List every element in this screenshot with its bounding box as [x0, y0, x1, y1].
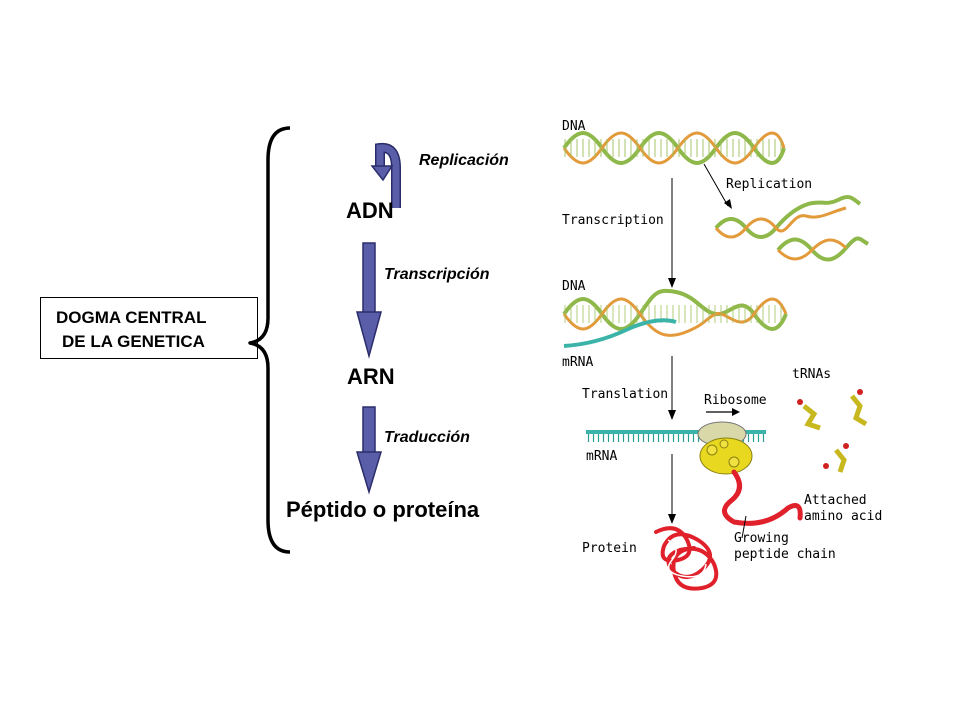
illus-dna-mid: DNA — [562, 279, 586, 294]
ribosome-icon — [697, 421, 753, 475]
illus-attached-2: amino acid — [804, 509, 882, 524]
title-line-1: DOGMA CENTRAL — [56, 308, 207, 327]
title-box: DOGMA CENTRAL DE LA GENETICA — [40, 297, 258, 359]
growing-peptide-chain — [722, 469, 803, 526]
translation-label: Traducción — [384, 429, 470, 446]
curly-brace-icon — [248, 126, 291, 554]
illus-growing-1: Growing — [734, 531, 789, 546]
rna-label: ARN — [347, 364, 395, 389]
illus-mrna-2: mRNA — [586, 449, 617, 464]
illus-attached-1: Attached — [804, 493, 867, 508]
dna-label: ADN — [346, 198, 394, 223]
illus-protein: Protein — [582, 541, 637, 556]
illus-replication: Replication — [726, 177, 812, 192]
translation-arrow-icon — [355, 406, 383, 495]
illus-mrna-1: mRNA — [562, 355, 593, 370]
title-line-2: DE LA GENETICA — [62, 332, 205, 351]
dna-helix-transcribing — [562, 288, 788, 348]
central-dogma-illustration: DNA Replication Transcription DNA mRNA T… — [562, 119, 882, 591]
dna-helix-replicated — [714, 195, 870, 262]
illus-growing-2: peptide chain — [734, 547, 836, 562]
transcription-label: Transcripción — [384, 266, 490, 283]
replication-label: Replicación — [419, 152, 509, 169]
illus-translation: Translation — [582, 387, 668, 402]
transcription-arrow-icon — [356, 242, 382, 359]
protein-coil-icon — [654, 526, 719, 591]
dna-helix-top — [562, 131, 786, 165]
replication-loop-arrow-icon — [370, 142, 401, 208]
illus-dna-top: DNA — [562, 119, 586, 134]
illus-trnas: tRNAs — [792, 367, 831, 382]
illus-ribosome: Ribosome — [704, 393, 767, 408]
trna-molecules-icon — [797, 389, 868, 473]
illus-transcription: Transcription — [562, 213, 664, 228]
protein-label: Péptido o proteína — [286, 497, 480, 522]
